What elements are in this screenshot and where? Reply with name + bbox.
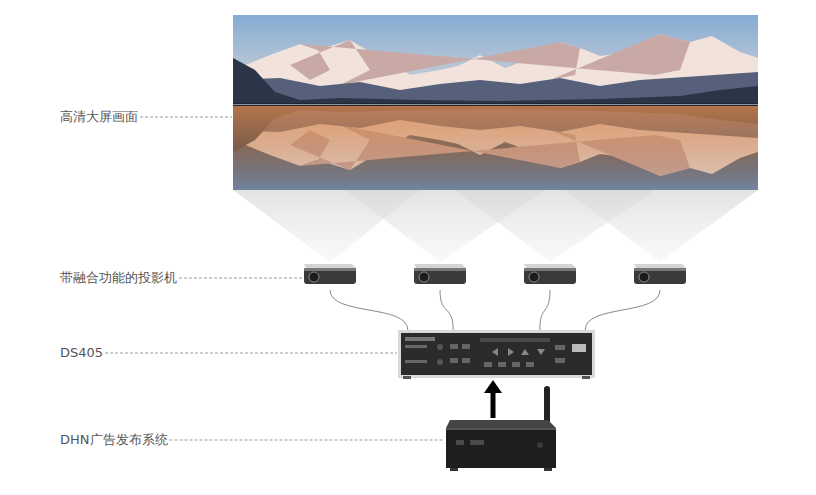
leader-line [170,440,444,441]
device-label: DS405 [60,345,103,361]
leader-line [179,278,303,279]
leader-line [105,353,397,354]
connector [484,380,502,418]
projector-group: 带融合功能的投影机 [300,258,695,290]
connector [330,290,660,330]
ds405-unit: DS405 [398,330,595,378]
device-label: 带融合功能的投影机 [60,270,177,286]
device-label: DHN广告发布系统 [60,432,168,448]
screen-image: 高清大屏画面 [233,15,758,190]
leader-line [140,117,232,118]
media-player: DHN广告发布系统 [445,420,557,470]
device-label: 高清大屏画面 [60,109,138,125]
